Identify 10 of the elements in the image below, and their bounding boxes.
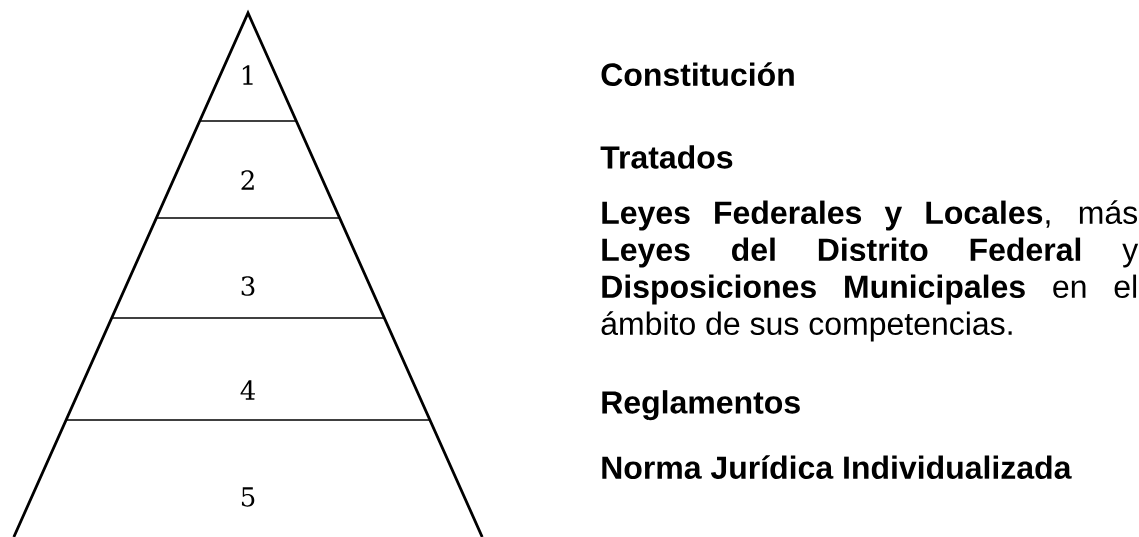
level-number: 4 <box>240 380 255 400</box>
level-description: Leyes Federales y Locales, más Leyes del Distrito Federal y Disposiciones Municipales en el ámbito de sus competencias. <box>601 200 1139 342</box>
level-description: Reglamentos <box>602 390 800 421</box>
level-description: Tratados <box>600 145 733 169</box>
level-number: 1 <box>242 65 253 85</box>
level-description: Norma Jurídica Individualizada <box>602 455 1072 479</box>
level-number: 5 <box>241 487 255 507</box>
level-number: 2 <box>241 170 254 190</box>
level-description: Constitución <box>601 62 794 86</box>
level-number: 3 <box>241 276 255 296</box>
